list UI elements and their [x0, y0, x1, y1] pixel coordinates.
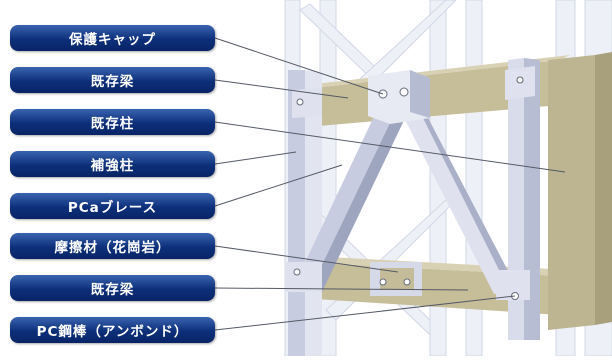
label-pca-brace: PCaブレース: [10, 193, 215, 219]
label-friction-material: 摩擦材（花崗岩）: [10, 233, 215, 259]
leader-protective-cap: [214, 37, 384, 95]
leader-existing-column: [214, 121, 566, 173]
existing-column-shape: [548, 52, 612, 330]
leader-existing-beam-top: [214, 79, 349, 99]
friction-material-shape: [370, 262, 422, 296]
label-existing-beam-bottom: 既存梁: [10, 275, 215, 301]
label-reinforcing-column: 補強柱: [10, 151, 215, 177]
leader-friction-material: [214, 245, 399, 273]
leader-existing-beam-bottom: [214, 287, 469, 291]
reinforcing-column-right-shape: [508, 58, 540, 340]
pc-steel-rod-heads: [293, 76, 524, 300]
pca-brace-shape: [286, 66, 535, 300]
leader-pca-brace: [214, 164, 343, 207]
label-existing-column: 既存柱: [10, 109, 215, 135]
label-protective-cap: 保護キャップ: [10, 25, 215, 51]
label-existing-beam-top: 既存梁: [10, 67, 215, 93]
leader-reinforcing-column: [214, 151, 297, 165]
leader-lines: [214, 37, 566, 331]
label-pc-steel-rod: PC鋼棒（アンボンド）: [10, 317, 215, 343]
leader-pc-steel-rod: [214, 295, 516, 331]
